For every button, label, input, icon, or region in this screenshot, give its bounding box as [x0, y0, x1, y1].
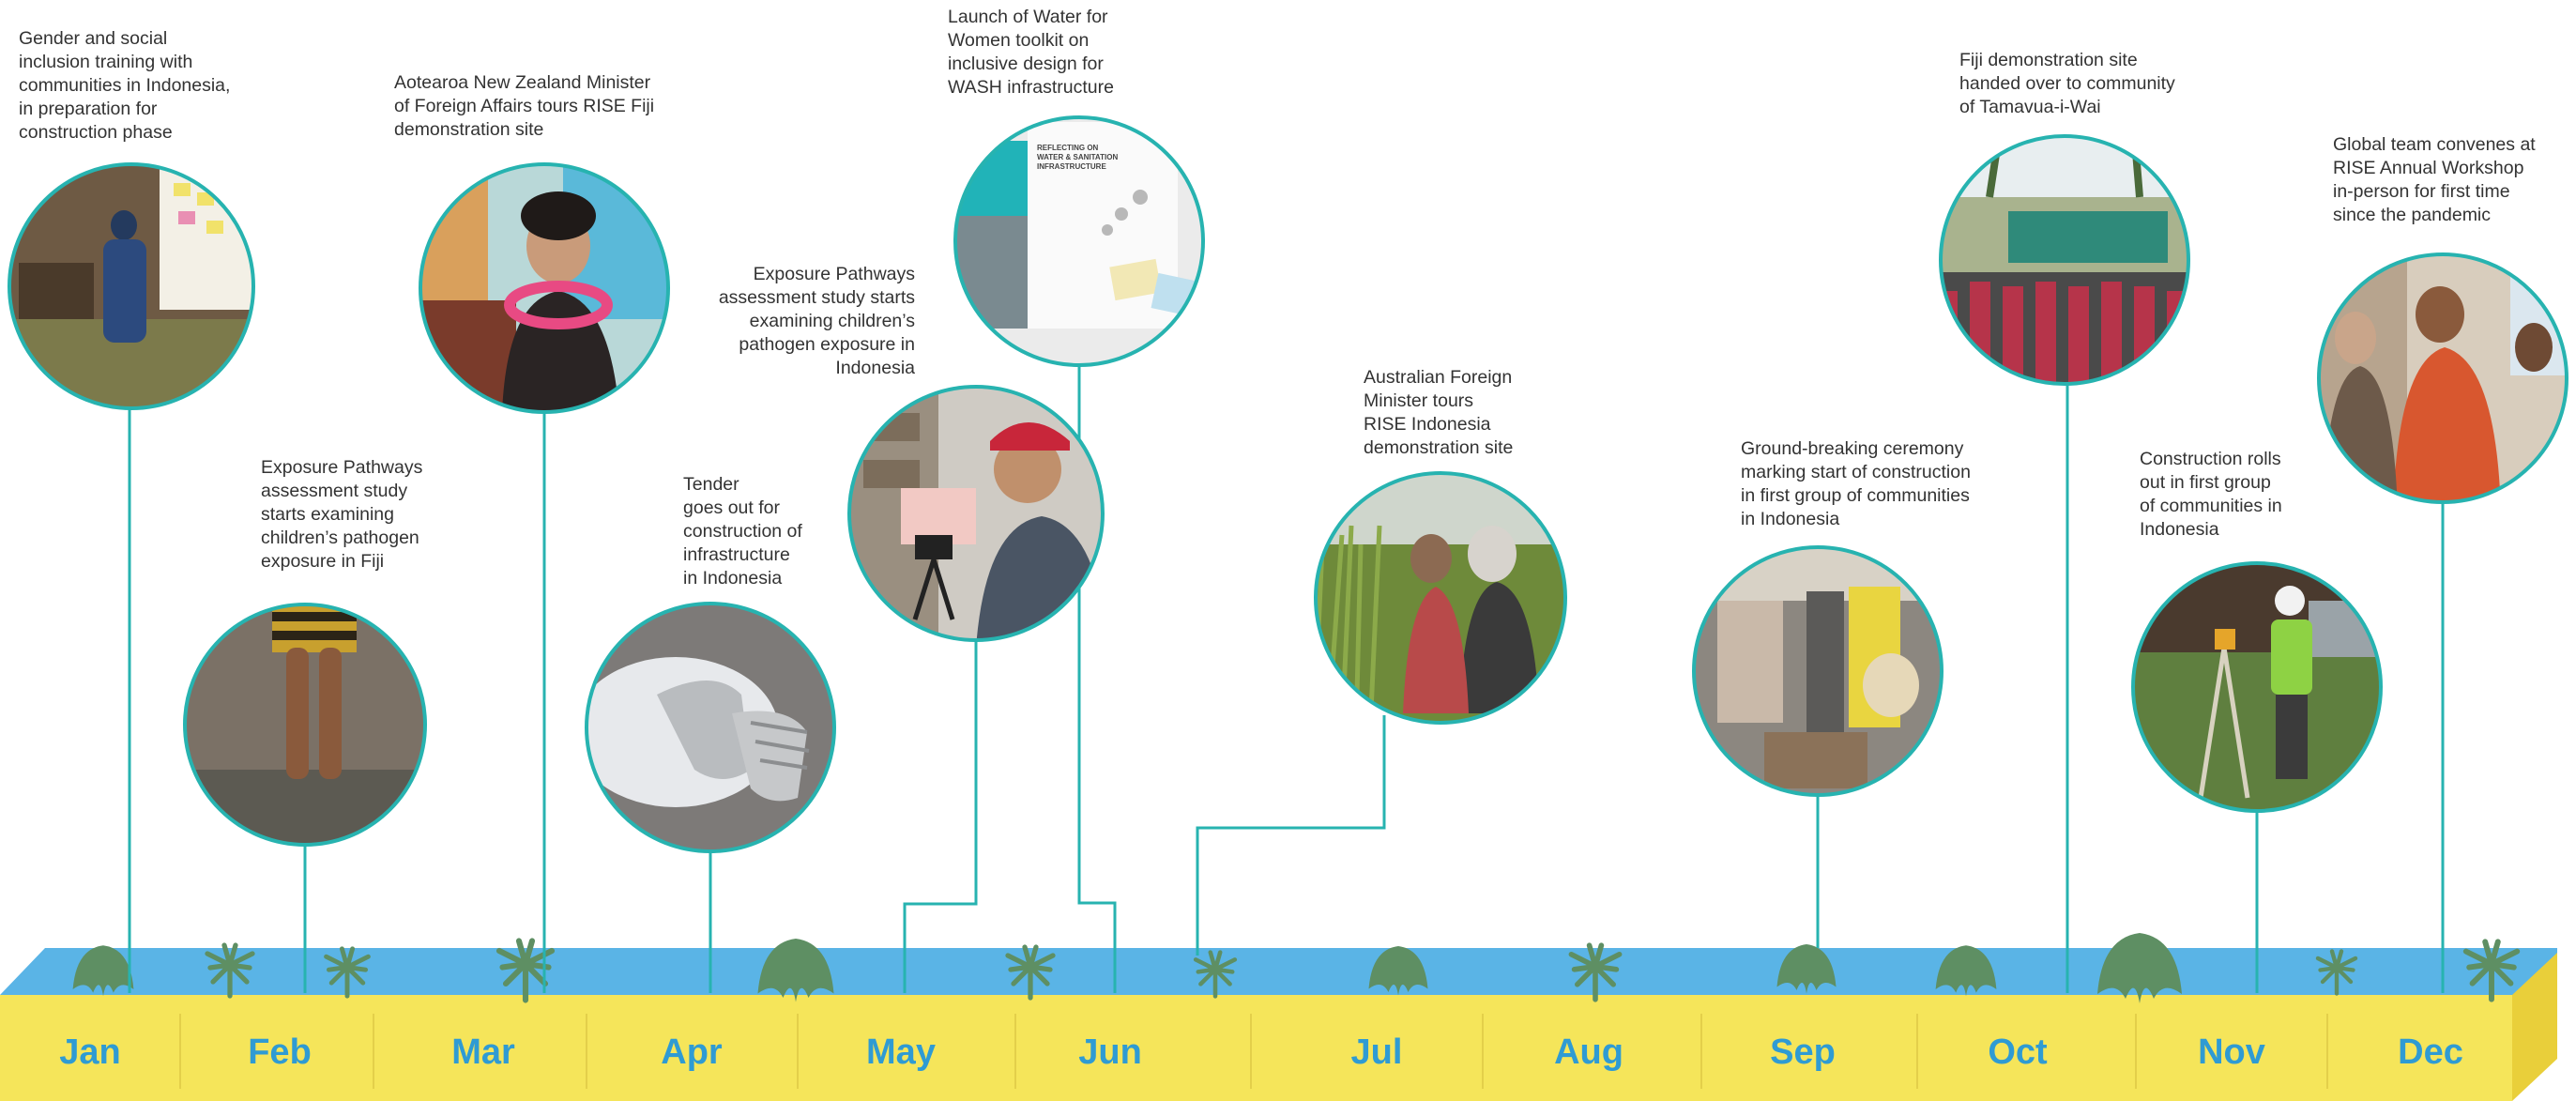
- caption-line: Launch of Water for: [948, 7, 1108, 27]
- photo-apr-gloves: [585, 602, 836, 853]
- month-label-mar: Mar: [451, 1032, 515, 1072]
- month-label-dec: Dec: [2398, 1032, 2463, 1072]
- month-label-apr: Apr: [661, 1032, 723, 1072]
- month-labels: Jan Feb Mar Apr May Jun Jul Aug Sep Oct Nov Dec: [59, 1032, 2463, 1072]
- caption-line: in-person for first time: [2333, 181, 2510, 202]
- caption-line: inclusive design for: [948, 54, 1104, 74]
- photo-jul-tour: [1314, 471, 1567, 725]
- caption-line: Construction rolls: [2140, 449, 2281, 469]
- month-label-nov: Nov: [2198, 1032, 2265, 1072]
- caption-line: of Foreign Affairs tours RISE Fiji: [394, 96, 654, 116]
- caption-sep: Ground-breaking ceremony marking start of…: [1741, 438, 1971, 529]
- caption-line: children’s pathogen: [261, 528, 419, 548]
- caption-line: handed over to community: [1959, 73, 2175, 94]
- caption-feb: Exposure Pathways assessment study starts …: [261, 457, 423, 572]
- caption-line: Australian Foreign: [1364, 367, 1512, 388]
- caption-line: in Indonesia: [1741, 509, 1839, 529]
- timeline-band: Jan Feb Mar Apr May Jun Jul Aug Sep Oct Nov Dec: [0, 933, 2557, 1101]
- caption-line: RISE Indonesia: [1364, 414, 1491, 435]
- month-label-aug: Aug: [1554, 1032, 1623, 1072]
- caption-may: Exposure Pathways assessment study starts…: [719, 264, 915, 378]
- caption-oct: Fiji demonstration site handed over to co…: [1959, 50, 2175, 117]
- month-label-sep: Sep: [1770, 1032, 1836, 1072]
- caption-line: demonstration site: [394, 119, 543, 140]
- caption-line: marking start of construction: [1741, 462, 1971, 482]
- photo-mar-minister: [419, 162, 670, 414]
- caption-line: Global team convenes at: [2333, 134, 2536, 155]
- photo-dec-workshop: [2317, 252, 2568, 504]
- caption-line: infrastructure: [683, 544, 790, 565]
- caption-line: exposure in Fiji: [261, 551, 384, 572]
- caption-line: inclusion training with: [19, 52, 192, 72]
- caption-line: construction phase: [19, 122, 173, 143]
- caption-dec: Global team convenes at RISE Annual Works…: [2333, 134, 2536, 225]
- caption-line: Gender and social: [19, 28, 167, 49]
- caption-line: in Indonesia: [683, 568, 782, 589]
- photo-feb-child: [183, 603, 427, 847]
- connector-jun: [1077, 365, 1117, 993]
- caption-line: Ground-breaking ceremony: [1741, 438, 1964, 459]
- photo-text-line: WATER & SANITATION: [1037, 153, 1118, 161]
- month-label-may: May: [866, 1032, 936, 1072]
- photo-jan-training: [8, 162, 255, 410]
- caption-line: in first group of communities: [1741, 485, 1970, 506]
- caption-line: Indonesia: [835, 358, 915, 378]
- caption-line: assessment study starts: [719, 287, 915, 308]
- photo-nov-surveyor: [2131, 561, 2383, 813]
- caption-line: Minister tours: [1364, 390, 1473, 411]
- caption-line: Women toolkit on: [948, 30, 1089, 51]
- caption-line: of communities in: [2140, 496, 2282, 516]
- caption-line: examining children’s: [750, 311, 916, 331]
- connector-may: [903, 640, 978, 993]
- caption-mar: Aotearoa New Zealand Minister of Foreign …: [394, 72, 654, 140]
- caption-line: of Tamavua-i-Wai: [1959, 97, 2101, 117]
- caption-line: assessment study: [261, 481, 407, 501]
- caption-line: Indonesia: [2140, 519, 2219, 540]
- caption-line: pathogen exposure in: [739, 334, 915, 355]
- band-top-surface: [0, 948, 2557, 995]
- caption-line: goes out for: [683, 497, 780, 518]
- band-front-face: [0, 995, 2512, 1101]
- photo-text-line: REFLECTING ON: [1037, 144, 1099, 152]
- caption-line: Tender: [683, 474, 739, 495]
- caption-line: demonstration site: [1364, 437, 1513, 458]
- event-captions: Gender and social inclusion training with…: [19, 7, 2536, 589]
- month-label-oct: Oct: [1988, 1032, 2048, 1072]
- caption-line: in preparation for: [19, 99, 158, 119]
- connector-jul: [1196, 715, 1386, 956]
- caption-line: Fiji demonstration site: [1959, 50, 2138, 70]
- caption-nov: Construction rolls out in first group of c…: [2140, 449, 2282, 540]
- month-dividers: [179, 1014, 2328, 1089]
- caption-line: communities in Indonesia,: [19, 75, 230, 96]
- caption-line: RISE Annual Workshop: [2333, 158, 2524, 178]
- caption-line: Aotearoa New Zealand Minister: [394, 72, 651, 93]
- caption-line: starts examining: [261, 504, 394, 525]
- caption-line: WASH infrastructure: [948, 77, 1114, 98]
- month-label-jun: Jun: [1078, 1032, 1142, 1072]
- band-side-face: [2512, 953, 2557, 1101]
- month-label-feb: Feb: [248, 1032, 312, 1072]
- month-label-jul: Jul: [1351, 1032, 1403, 1072]
- connector-lines: [128, 365, 2445, 993]
- photo-sep-ceremony: [1692, 545, 1943, 797]
- caption-line: since the pandemic: [2333, 205, 2491, 225]
- photo-oct-handover: [1939, 134, 2190, 386]
- caption-line: Exposure Pathways: [261, 457, 423, 478]
- caption-line: Exposure Pathways: [754, 264, 916, 284]
- month-label-jan: Jan: [59, 1032, 120, 1072]
- photo-text-line: INFRASTRUCTURE: [1037, 162, 1106, 171]
- photo-may-researcher: [847, 385, 1105, 642]
- caption-jan: Gender and social inclusion training with…: [19, 28, 230, 143]
- caption-line: construction of: [683, 521, 802, 542]
- caption-line: out in first group: [2140, 472, 2271, 493]
